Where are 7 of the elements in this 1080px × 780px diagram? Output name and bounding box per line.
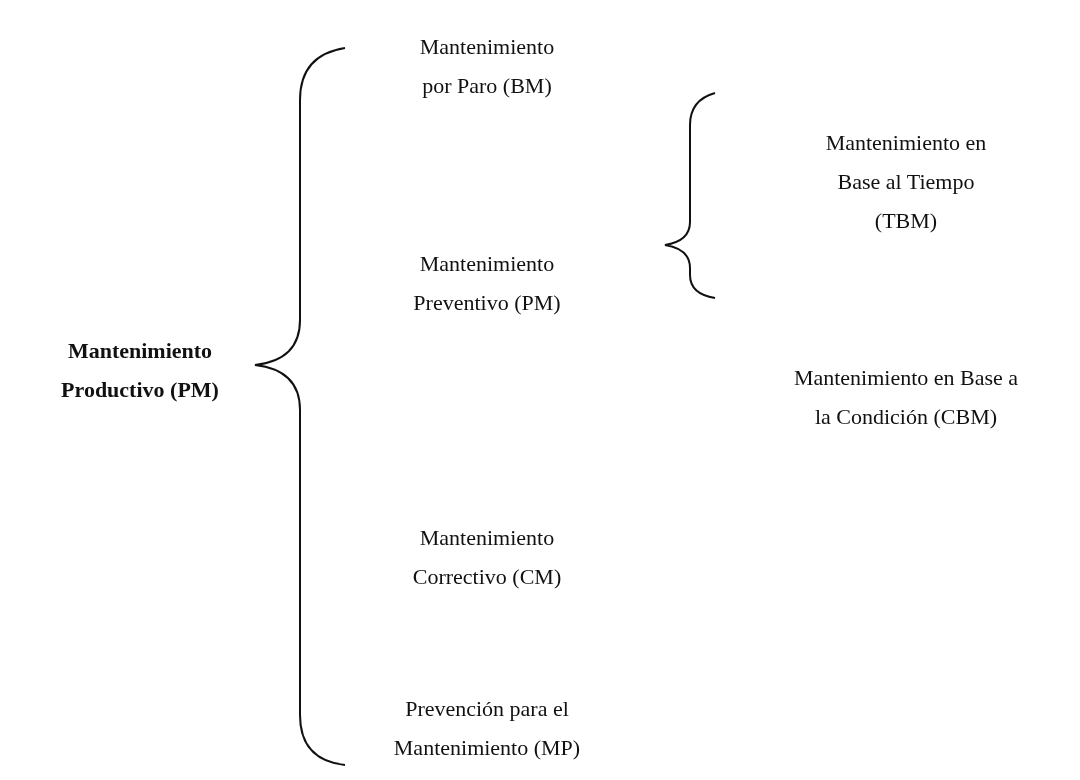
category-label: Prevención para el Mantenimiento (MP) xyxy=(392,695,582,762)
category-label: Mantenimiento en Base al Tiempo (TBM) xyxy=(824,128,988,235)
category-label: Mantenimiento Preventivo (PM) xyxy=(412,250,562,317)
category-label: Mantenimiento por Paro (BM) xyxy=(418,33,556,100)
category-label: Mantenimiento Correctivo (CM) xyxy=(412,524,562,591)
category-label: Mantenimiento Productivo (PM) xyxy=(60,337,220,404)
category-label: Mantenimiento en Base a la Condición (CBM) xyxy=(792,364,1020,431)
